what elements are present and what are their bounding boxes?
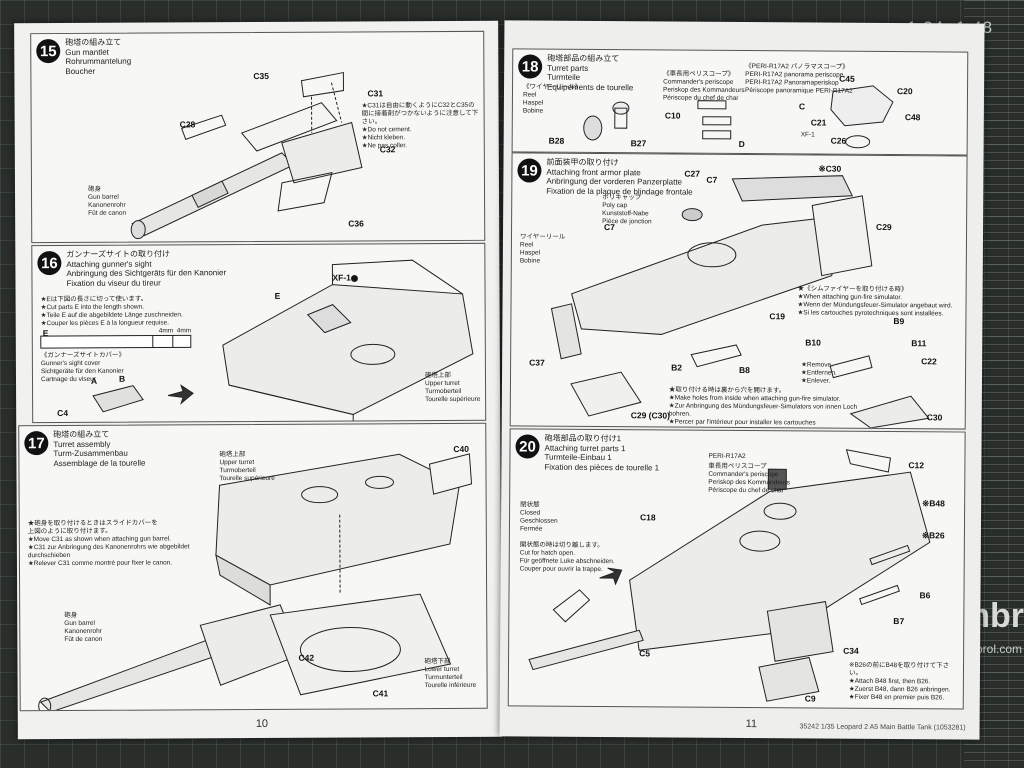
front-armor-drawing [550, 175, 930, 429]
part-label: C29 (C30) [630, 410, 671, 421]
cut-note: 開状態の時は切り離します。Cut for hatch open. Für geö… [519, 541, 615, 574]
ruler-mark: 4mm [158, 327, 174, 335]
page-number: 11 [745, 718, 758, 731]
part-label: B6 [919, 590, 931, 601]
part-label: C41 [372, 688, 389, 699]
part-label: D [738, 138, 745, 150]
step-note: ★C31は自由に動くようにC32とC35の間に接着剤がつかないように注意して下さ… [361, 101, 479, 150]
part-label: C10 [664, 110, 681, 121]
step-note: ★砲身を取り付けるときはスライドカバーを上図のように取り付けます。 ★Move … [27, 519, 190, 568]
part-label: C45 [839, 73, 855, 84]
holes-note: ★取り付ける時は裏から穴を開けます。★Make holes from insid… [668, 386, 858, 429]
part-label: C48 [904, 112, 921, 123]
part-label: C31 [367, 88, 384, 99]
part-label: ※B48 [922, 498, 945, 509]
step-note: ★Eは下図の長さに切って使います。★Cut parts E into the l… [40, 295, 183, 328]
order-note: ※B26の前にB48を取り付けて下さい。★Attach B48 first, t… [848, 661, 951, 702]
remove-note: ★Remove.★Entfernen. ★Enlever. [800, 361, 837, 385]
gunner-sight-drawing [40, 259, 474, 421]
part-label: C40 [453, 443, 469, 454]
part-label: C18 [640, 512, 656, 523]
turret-assembly-drawing [38, 453, 473, 711]
part-label: B11 [911, 338, 927, 349]
part-label: C4 [57, 407, 69, 419]
part-label: B2 [671, 362, 682, 373]
part-label: C20 [896, 86, 913, 97]
part-label: C30 [926, 412, 943, 423]
part-label: C35 [253, 70, 270, 82]
part-label: C22 [921, 356, 937, 367]
turret-parts-drawing [583, 85, 894, 149]
part-label: XF-1 [332, 272, 351, 283]
part-label: B27 [630, 138, 647, 149]
part-label: B8 [739, 364, 750, 376]
part-label: E [274, 290, 281, 301]
part-label: B10 [805, 337, 821, 348]
part-label: C [798, 101, 806, 112]
mantlet-drawing [130, 71, 363, 240]
page-number: 10 [255, 717, 269, 731]
part-label: C5 [639, 648, 650, 659]
peri-label: 《PERI-R17A2 パノラマスコープ》PERI-R17A2 panorama… [744, 63, 853, 95]
part-label: C12 [908, 460, 925, 471]
part-label: B7 [893, 616, 905, 627]
part-label: C9 [804, 693, 816, 704]
part-label: ※B26 [921, 530, 945, 541]
part-label: ※C30 [818, 163, 842, 174]
part-label: C28 [179, 119, 196, 130]
paint-code: XF-1 [800, 131, 815, 139]
part-label: C21 [810, 117, 827, 128]
periscope-label: 《車長用ペリスコープ》Commander's periscope Perisko… [662, 70, 745, 102]
part-label: C36 [348, 218, 364, 229]
part-label: E [42, 328, 49, 339]
part-label: C7 [706, 174, 718, 185]
peri-label: PERI-R17A2 [708, 452, 746, 461]
part-label: C34 [843, 645, 859, 656]
part-label: C26 [830, 135, 847, 146]
sight-cover-label: 《ガンナーズサイトカバー》Gunner's sight cover Sichtg… [40, 351, 126, 384]
part-label: C19 [769, 311, 786, 322]
part-label: B28 [548, 135, 565, 146]
turret-parts-1-drawing [528, 449, 931, 702]
part-label: C27 [684, 168, 701, 179]
page-footer: 35242 1/35 Leopard 2 A5 Main Battle Tank… [799, 723, 966, 732]
part-label: C37 [529, 357, 545, 368]
part-label: C42 [298, 652, 315, 663]
part-label: C29 [876, 221, 892, 233]
ruler-mark: 4mm [176, 327, 192, 335]
part-label: C7 [604, 222, 615, 233]
simulator-note: ★《シムファイヤーを取り付ける時》★When attaching gun-fir… [797, 285, 953, 318]
